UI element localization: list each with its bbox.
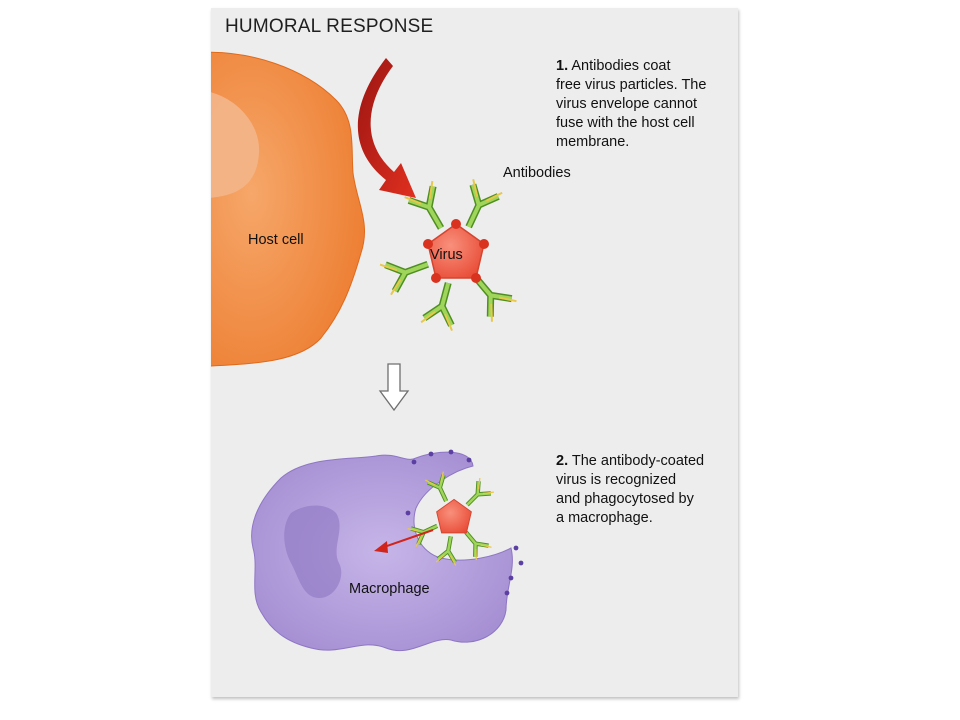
step2-text: The antibody-coated virus is recognized … (556, 453, 705, 526)
host-cell (211, 51, 365, 367)
virus-label: Virus (430, 247, 463, 263)
down-outline-arrow-icon (378, 363, 410, 412)
step2-number: 2. (556, 453, 569, 469)
antibodies-label: Antibodies (503, 165, 571, 181)
host-cell-label: Host cell (248, 232, 304, 248)
step1-text: Antibodies coat free virus particles. Th… (556, 58, 707, 150)
virus-step1 (380, 179, 516, 330)
step2-caption: 2. The antibody-coated virus is recogniz… (556, 452, 731, 528)
curved-red-arrow-icon (357, 58, 416, 198)
virus-step2 (408, 472, 494, 566)
uptake-arrow-icon (374, 529, 434, 553)
host-nucleus (211, 92, 260, 198)
humoral-response-diagram (211, 51, 524, 652)
macrophage-label: Macrophage (349, 581, 430, 597)
step1-caption: 1. Antibodies coat free virus particles.… (556, 57, 731, 152)
step1-number: 1. (556, 58, 569, 74)
figure-title: HUMORAL RESPONSE (225, 16, 434, 37)
figure-panel: HUMORAL RESPONSE 1. Antibodies coat free… (211, 8, 738, 697)
